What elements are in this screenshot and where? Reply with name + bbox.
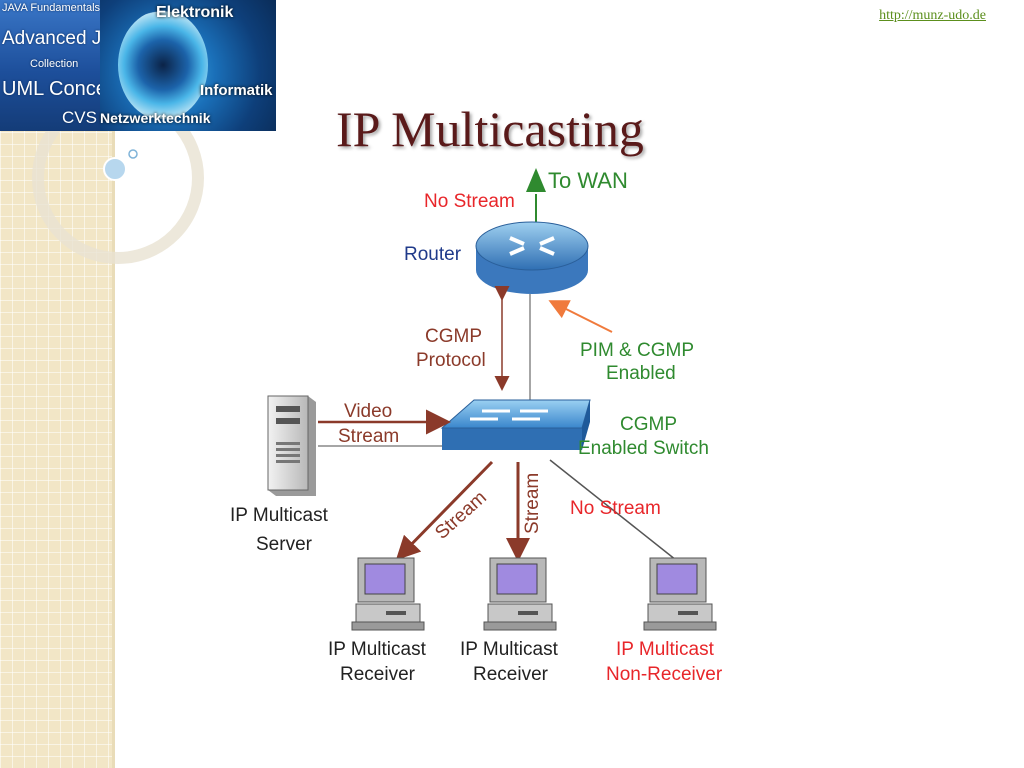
router-icon (475, 221, 589, 294)
video-stream-label-line1: Video (344, 401, 392, 422)
logo-line: Elektronik (156, 4, 234, 21)
logo-line: Netzwerktechnik (100, 110, 211, 126)
video-stream-label-line2: Stream (338, 426, 399, 447)
logo-line: Collection (30, 58, 79, 70)
receiver1-label-line2: Receiver (340, 664, 416, 685)
non-receiver-label-line1: IP Multicast (616, 639, 715, 660)
receiver-computer-icon (483, 557, 557, 631)
no-stream-right-label: No Stream (570, 498, 661, 519)
stream-middle-label: Stream (522, 473, 543, 534)
non-receiver-computer-icon (643, 557, 717, 631)
pim-label-line1: PIM & CGMP (580, 340, 694, 361)
logo-banner: JAVA Fundamentals Advanced JAVA Collecti… (0, 0, 276, 131)
wan-arrow-icon (526, 168, 546, 192)
cgmp-switch-label-line2: Enabled Switch (578, 438, 709, 459)
non-receiver-label-line2: Non-Receiver (606, 664, 723, 685)
logo-left-panel: JAVA Fundamentals Advanced JAVA Collecti… (0, 0, 136, 131)
stream-arrow-left (395, 460, 494, 561)
no-stream-top-label: No Stream (424, 191, 515, 212)
decorative-circles (32, 108, 204, 264)
server-label-line2: Server (256, 534, 313, 555)
logo-line: Informatik (200, 82, 273, 99)
cgmp-protocol-label-line1: CGMP (425, 326, 482, 347)
no-stream-link (549, 459, 677, 561)
pim-arrow (548, 300, 613, 333)
logo-line: JAVA Fundamentals (2, 2, 101, 14)
site-link[interactable]: http://munz-udo.de (879, 8, 986, 23)
router-label: Router (404, 244, 462, 265)
eye-image (118, 10, 208, 120)
receiver1-label-line1: IP Multicast (328, 639, 427, 660)
pim-label-line2: Enabled (606, 363, 676, 384)
switch-icon (440, 399, 591, 450)
cgmp-protocol-label-line2: Protocol (416, 350, 486, 371)
sidebar-edge (112, 0, 115, 768)
logo-line: CVS (62, 108, 97, 127)
server-icon (267, 395, 316, 496)
cgmp-switch-label-line1: CGMP (620, 414, 677, 435)
multicast-diagram: To WAN No Stream Router CGMP Protocol PI… (230, 168, 723, 685)
receiver-computer-icon (351, 557, 425, 631)
receiver2-label-line1: IP Multicast (460, 639, 559, 660)
slide-title: IP Multicasting (336, 101, 644, 157)
logo-right-panel: Elektronik Informatik Netzwerktechnik (100, 0, 276, 131)
receiver2-label-line2: Receiver (473, 664, 549, 685)
server-label-line1: IP Multicast (230, 505, 329, 526)
to-wan-label: To WAN (548, 168, 628, 193)
